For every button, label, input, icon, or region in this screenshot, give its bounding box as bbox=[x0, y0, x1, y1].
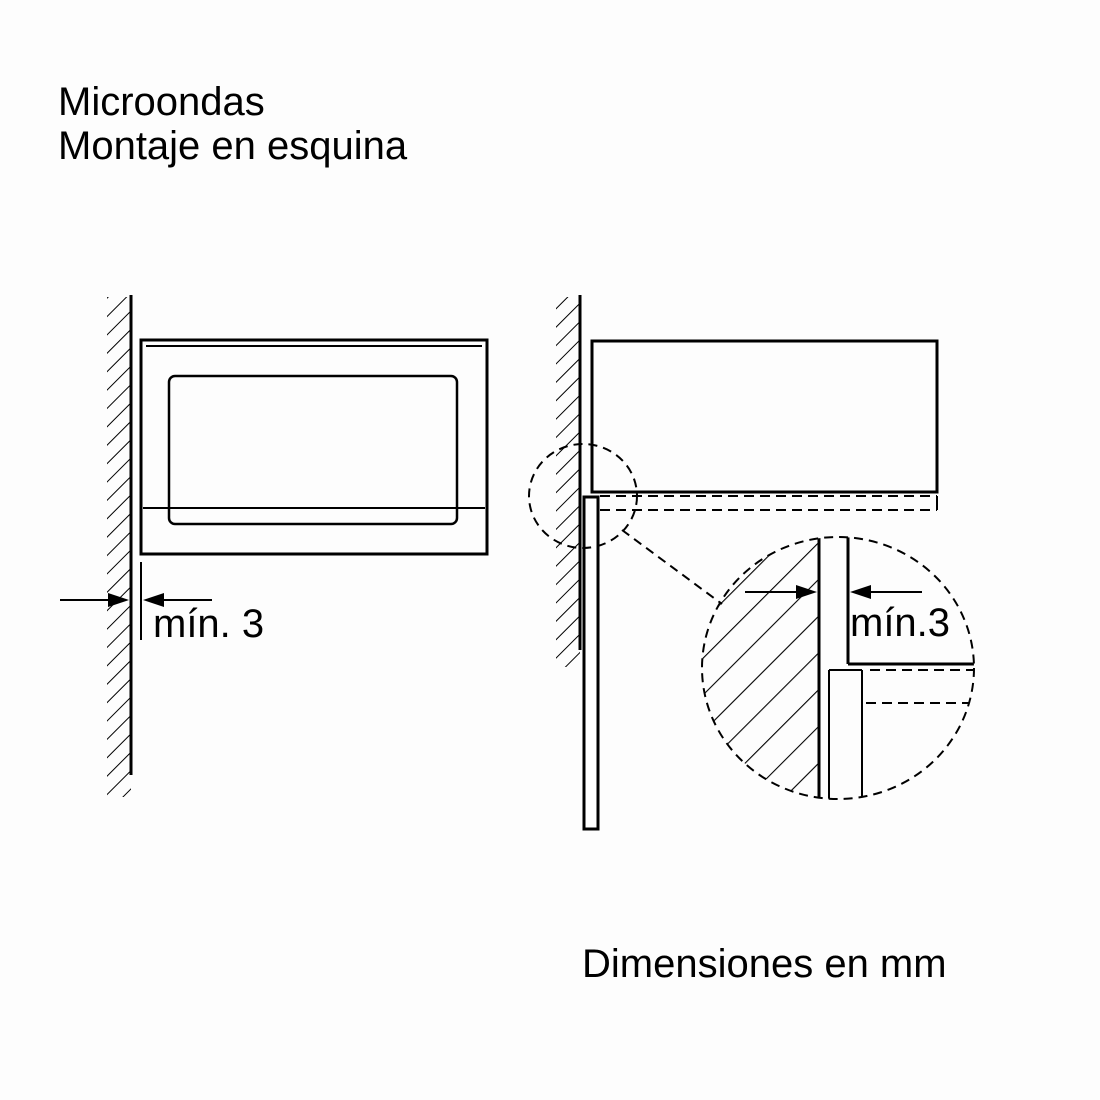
side-view: mín.3 bbox=[528, 295, 975, 831]
title-line-2: Montaje en esquina bbox=[58, 124, 408, 168]
units-note: Dimensiones en mm bbox=[582, 942, 947, 986]
cabinet-side-panel bbox=[582, 495, 600, 831]
detail-marker-circle bbox=[528, 443, 638, 549]
front-gap-label: mín. 3 bbox=[153, 602, 264, 646]
title-line-1: Microondas bbox=[58, 80, 265, 124]
cabinet-shelf-hidden bbox=[600, 495, 938, 511]
gap-dimension-detail bbox=[745, 585, 922, 599]
microwave-door-window bbox=[167, 374, 459, 526]
gap-dimension-front bbox=[60, 562, 212, 640]
detail-enlargement: mín.3 bbox=[701, 536, 975, 800]
microwave-side bbox=[590, 339, 939, 494]
front-view: mín. 3 bbox=[60, 295, 489, 797]
detail-circle bbox=[701, 536, 975, 800]
detail-gap-label: mín.3 bbox=[850, 601, 950, 645]
detail-leader-line bbox=[621, 529, 723, 605]
wall-left bbox=[107, 295, 133, 797]
microwave-front bbox=[139, 338, 489, 556]
wall-right bbox=[556, 295, 582, 667]
diagram-title: Microondas Montaje en esquina bbox=[58, 80, 407, 168]
